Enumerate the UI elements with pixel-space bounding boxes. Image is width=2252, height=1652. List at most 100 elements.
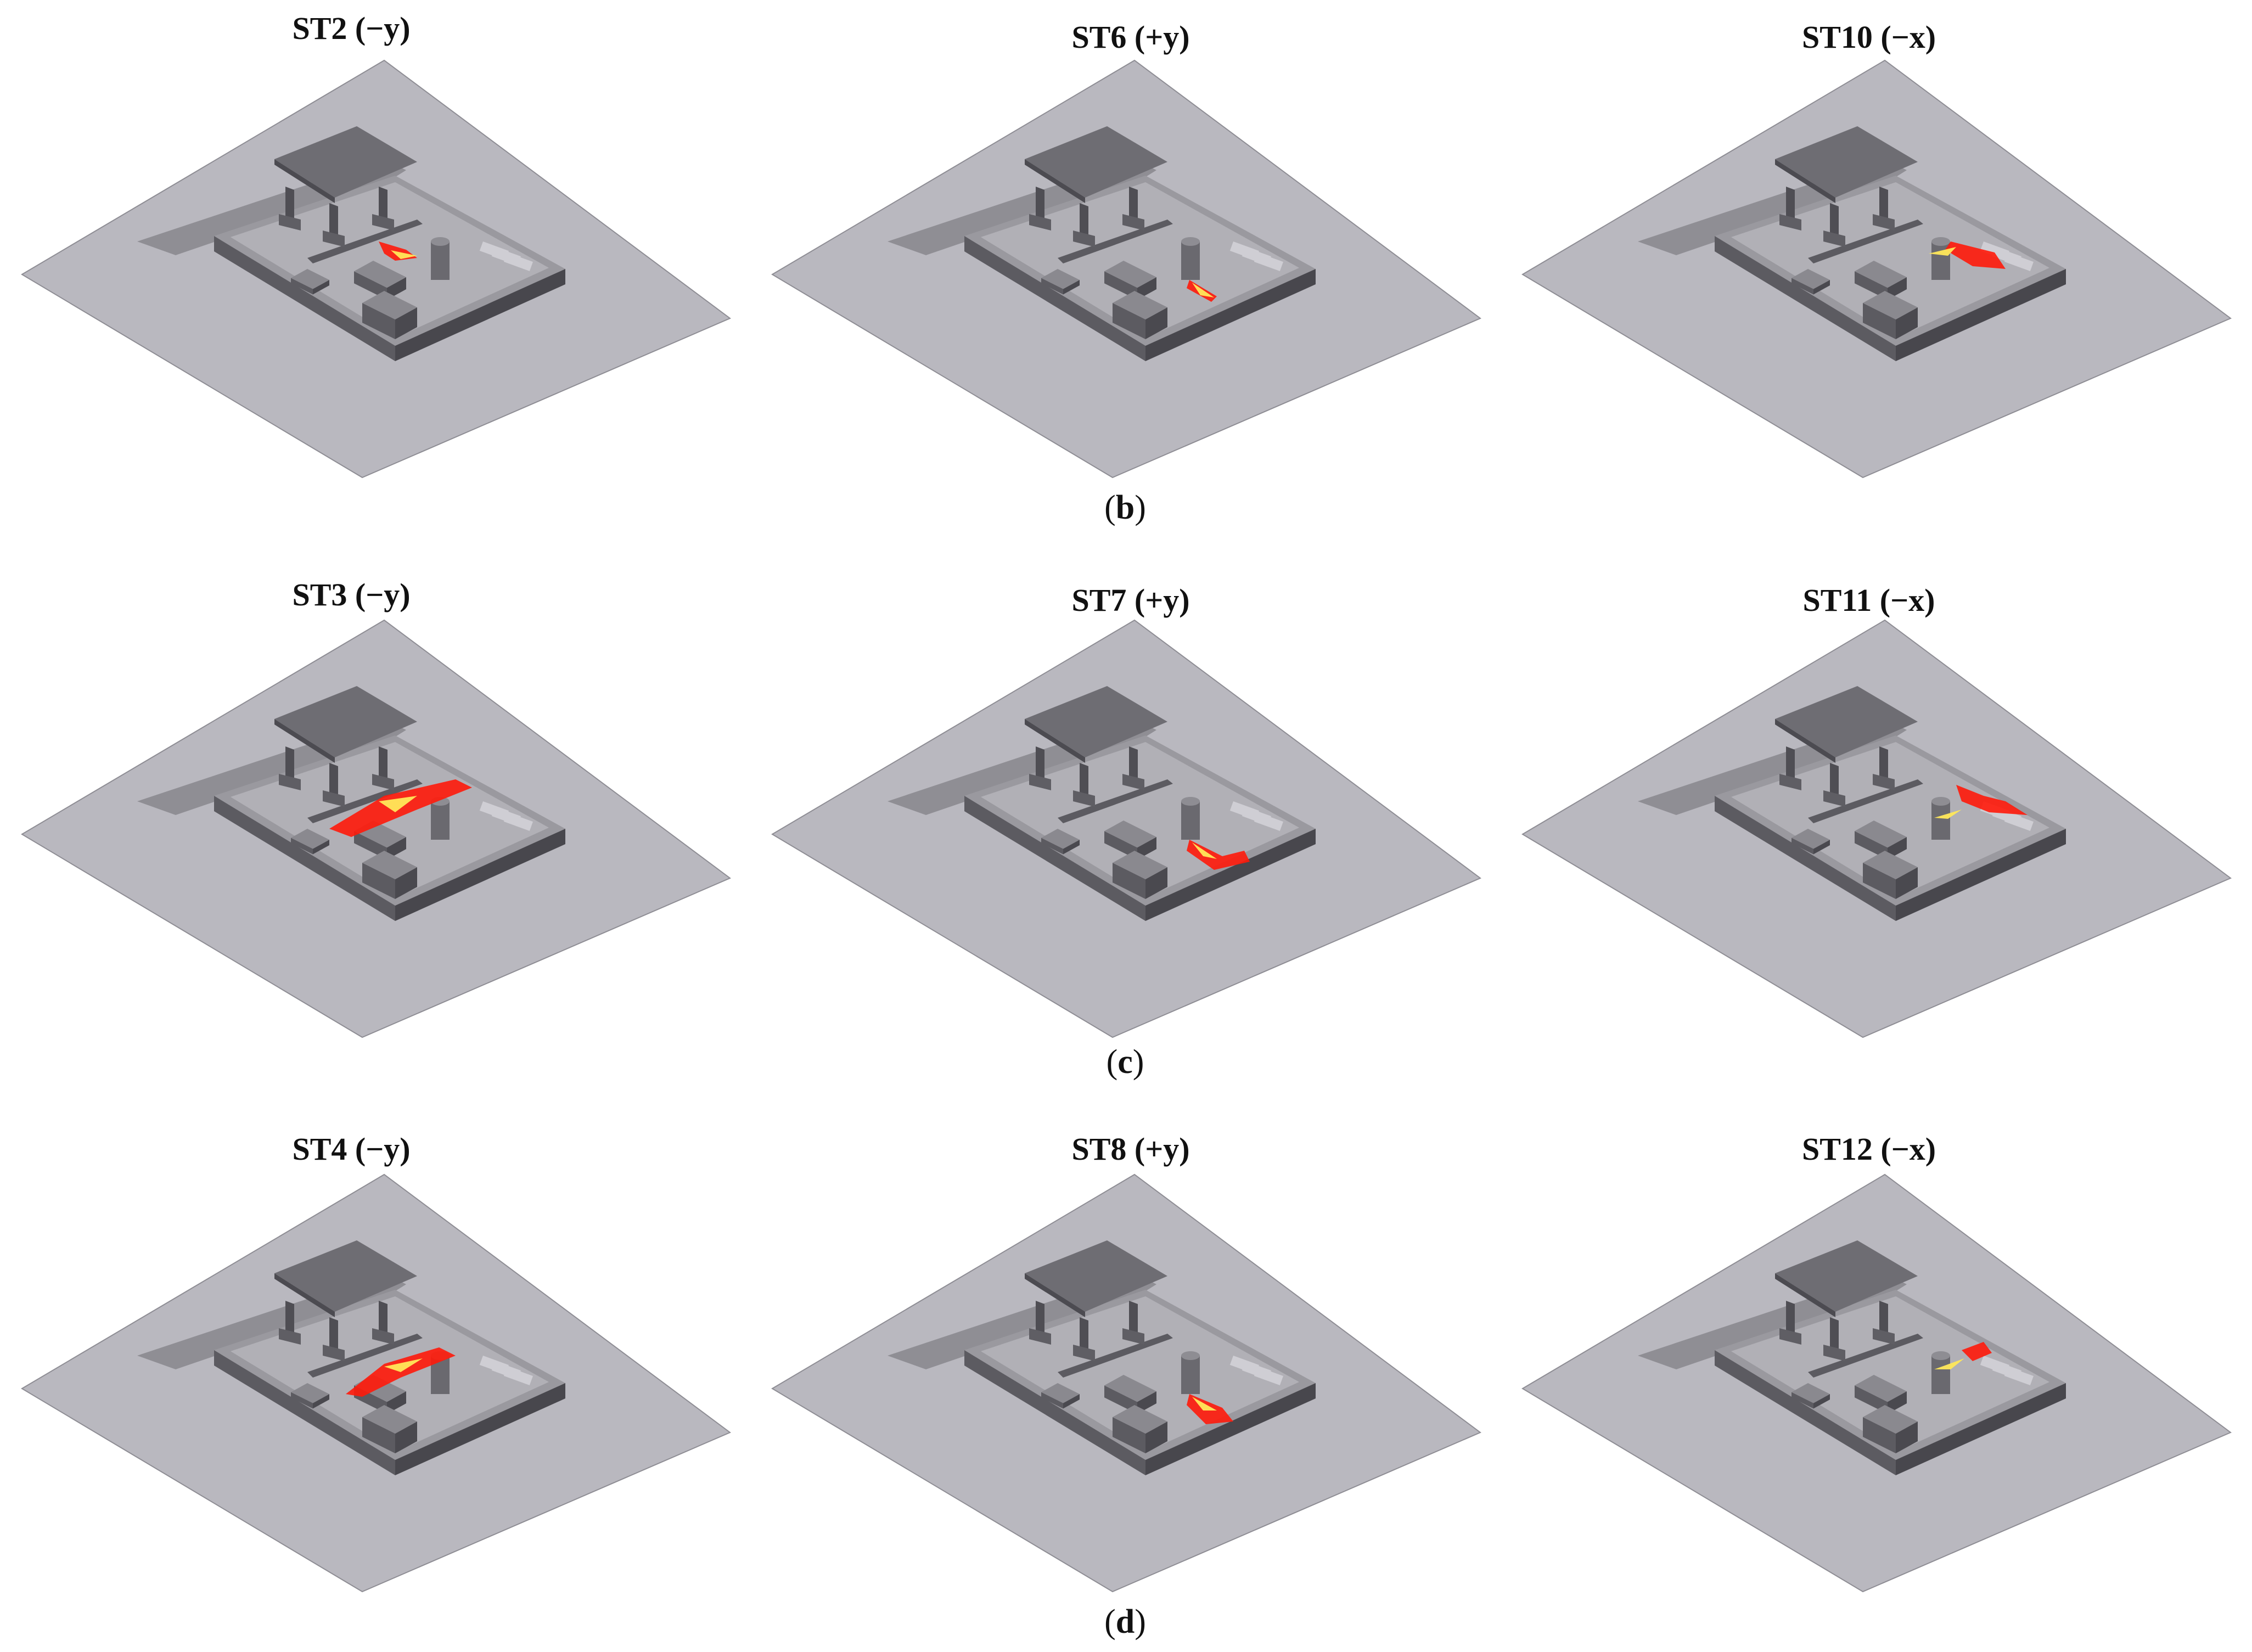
fire-plume-2 [1192, 283, 1214, 297]
pump-column-3 [379, 1301, 387, 1334]
pump-column-3 [1879, 187, 1888, 220]
station-wall-front-left [214, 236, 395, 361]
dark-building-top [1113, 1405, 1167, 1434]
bench-unit-front [354, 271, 387, 300]
station-wall-front-right [1145, 829, 1316, 921]
divider-wall [307, 779, 423, 823]
tank-body [1181, 1356, 1200, 1394]
pump-column-1 [1036, 187, 1044, 220]
station-wall-front-left [214, 796, 395, 921]
station-wall-front-right [395, 829, 565, 921]
pump-base-2 [1073, 231, 1095, 247]
pump-base-1 [279, 214, 301, 231]
station-wall-front-right [395, 1383, 565, 1475]
row-label-b: (b) [1104, 489, 1146, 526]
panel-title-st10: ST10 (−x) [1801, 19, 1936, 55]
pump-base-3 [1122, 774, 1144, 790]
pump-column-2 [1080, 203, 1088, 236]
panel-title-st8: ST8 (+y) [1071, 1131, 1190, 1167]
fire-plume-2 [1192, 1397, 1217, 1411]
canopy-edge [1775, 1273, 1835, 1317]
pump-base-1 [1029, 214, 1051, 231]
pump-column-2 [1830, 1317, 1839, 1350]
equipment-pad-left-side [313, 1394, 329, 1409]
equipment-pad-left-front [1792, 278, 1813, 295]
pump-column-1 [1036, 1301, 1044, 1334]
pump-column-1 [1786, 746, 1795, 779]
storage-cylinder-3 [2004, 252, 2034, 272]
scene-group [1521, 619, 2232, 1038]
bench-unit-front [1104, 1385, 1137, 1414]
station-inner-floor [981, 182, 1299, 338]
station-inner-floor [1731, 742, 2049, 897]
pump-column-1 [285, 746, 294, 779]
canopy-roof [274, 126, 417, 198]
bench-unit-side [1137, 1391, 1156, 1414]
divider-wall [1058, 779, 1173, 823]
dark-building-front [362, 1417, 395, 1453]
panel-title-st2: ST2 (−y) [292, 10, 411, 46]
scene-group [21, 59, 731, 479]
scene-group [1521, 59, 2232, 479]
pump-base-3 [372, 1328, 394, 1345]
pump-base-2 [323, 1345, 345, 1361]
bench-unit-top [1855, 1375, 1907, 1402]
pump-base-1 [279, 774, 301, 790]
pump-column-2 [329, 203, 338, 236]
pump-column-2 [1830, 203, 1839, 236]
station-wall-front-right [1896, 829, 2066, 921]
station-wall-front-left [1715, 796, 1896, 921]
equipment-pad-left-front [1041, 278, 1063, 295]
dark-building-side [1896, 867, 1918, 899]
panel-title-st12: ST12 (−x) [1801, 1131, 1936, 1167]
equipment-pad-left-front [1041, 838, 1063, 855]
dark-building-side [395, 1421, 417, 1453]
equipment-pad-left-front [1792, 838, 1813, 855]
equipment-pad-left-top [1041, 1383, 1080, 1403]
pump-column-1 [285, 1301, 294, 1334]
pump-column-1 [1036, 746, 1044, 779]
pump-column-1 [1786, 187, 1795, 220]
panel-title-st7: ST7 (+y) [1071, 582, 1190, 618]
pump-base-3 [1122, 1328, 1144, 1345]
equipment-pad-left-side [1813, 840, 1830, 855]
dark-building-side [1145, 307, 1167, 339]
tank-body [1931, 801, 1950, 840]
canopy-edge [1025, 1273, 1085, 1317]
divider-wall [1058, 1334, 1173, 1378]
dark-building-top [1863, 1405, 1918, 1434]
bench-unit-top [1104, 1375, 1156, 1402]
dark-building-top [362, 1405, 417, 1434]
row-label-d: (d) [1104, 1603, 1146, 1640]
equipment-pad-left-front [1792, 1392, 1813, 1409]
pump-column-2 [1830, 763, 1839, 796]
panel-title-st4: ST4 (−y) [292, 1131, 411, 1167]
dark-building-side [1145, 1421, 1167, 1453]
bench-unit-side [387, 837, 406, 860]
dark-building-side [1896, 1421, 1918, 1453]
canopy-roof [1775, 126, 1918, 198]
pump-column-2 [329, 1317, 338, 1350]
scene-st7 [771, 619, 1481, 1038]
dark-building-top [1863, 291, 1918, 319]
tank-body [1181, 241, 1200, 280]
station-wall-front-left [1715, 1350, 1896, 1475]
pump-base-1 [1779, 774, 1801, 790]
dark-building-front [1863, 303, 1896, 339]
tank-body [431, 241, 450, 280]
storage-cylinder-3 [503, 252, 533, 272]
canopy-roof [1025, 686, 1167, 757]
divider-wall [307, 220, 423, 263]
equipment-pad-left-front [291, 838, 313, 855]
equipment-pad-left-top [291, 1383, 329, 1403]
tank-top [1181, 237, 1200, 246]
equipment-pad-left-top [1041, 829, 1080, 849]
bench-unit-front [1104, 831, 1137, 860]
scene-st3 [21, 619, 731, 1038]
bench-unit-top [1104, 261, 1156, 288]
scene-group [21, 1173, 731, 1593]
station-wall-front-right [1896, 269, 2066, 361]
dark-building-front [1113, 303, 1145, 339]
dark-building-top [1113, 851, 1167, 879]
